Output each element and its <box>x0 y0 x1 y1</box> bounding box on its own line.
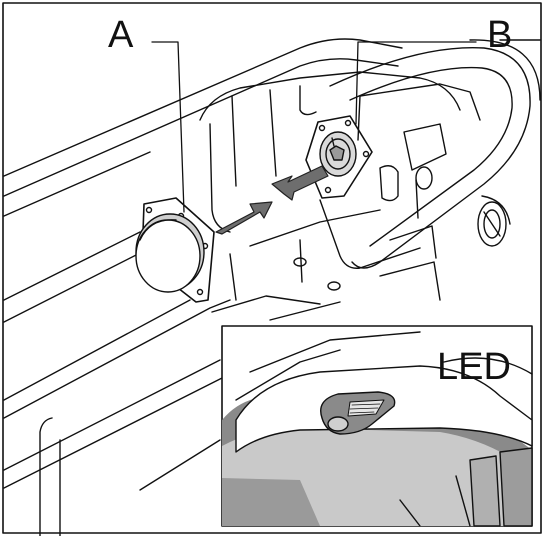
callout-label-b: B <box>487 14 513 56</box>
socket-b <box>305 115 373 199</box>
arrow-left <box>215 201 273 235</box>
callout-label-led: LED <box>437 346 511 388</box>
insertion-arrows <box>215 165 329 235</box>
arrow-right <box>271 165 329 201</box>
plug-a <box>135 197 215 303</box>
callout-label-a: A <box>108 14 134 56</box>
leader-b <box>355 41 477 125</box>
inset-led-detail <box>221 325 533 527</box>
machine-body <box>3 38 541 536</box>
leader-a <box>151 41 185 213</box>
